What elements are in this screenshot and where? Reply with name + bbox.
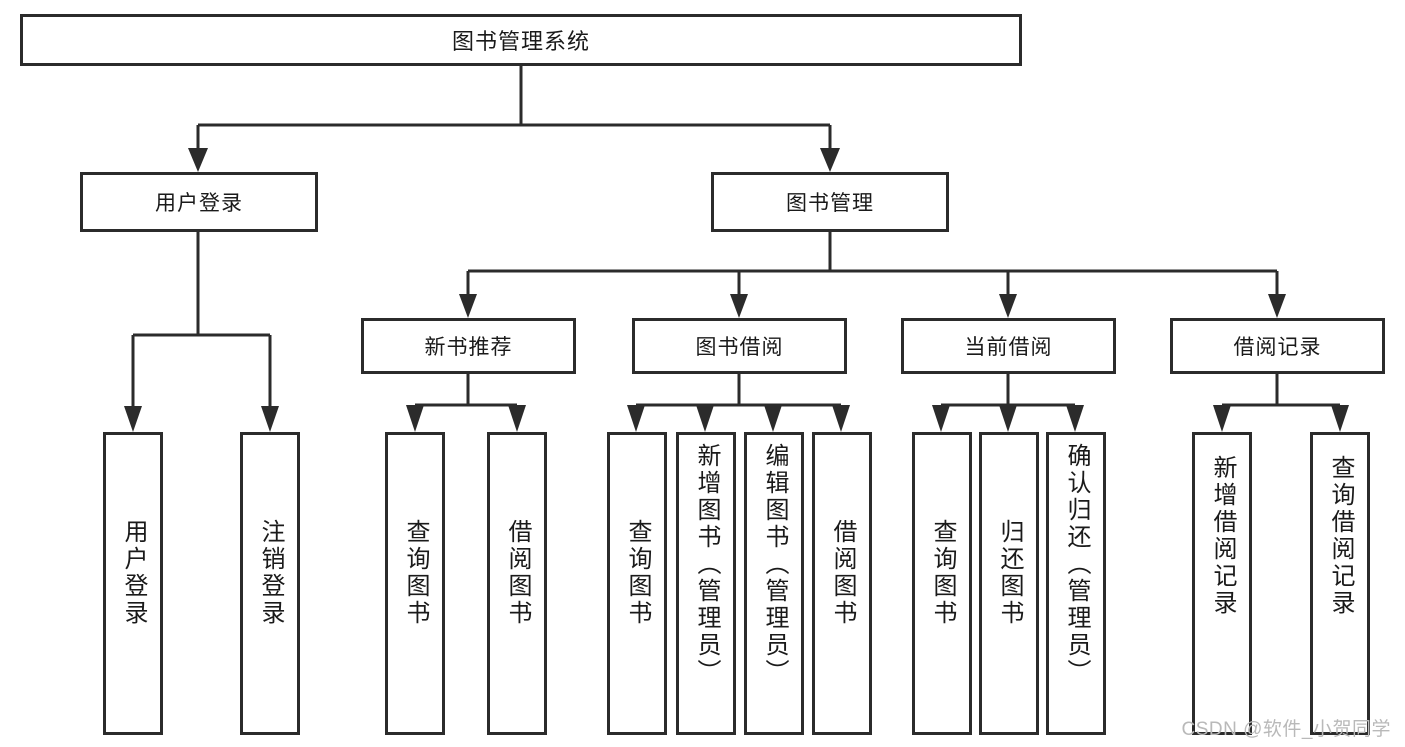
node-label: 当前借阅 bbox=[964, 336, 1053, 359]
leaf-label: 确认归还（管理员） bbox=[1062, 443, 1090, 686]
leaf-label: 编辑图书（管理员） bbox=[760, 443, 788, 686]
csdn-watermark: CSDN @软件_小贺同学 bbox=[1181, 719, 1391, 740]
node-label: 新书推荐 bbox=[424, 336, 513, 359]
arrowhead-borrow-record bbox=[1268, 294, 1286, 318]
leaf-label: 注销登录 bbox=[256, 519, 284, 627]
leaf-label: 查询借阅记录 bbox=[1326, 455, 1354, 617]
leaf-current-borrow-confirm-return-admin[interactable]: 确认归还（管理员） bbox=[1046, 432, 1106, 735]
arrowhead-currentborrow-leaf-3 bbox=[1066, 405, 1084, 432]
leaf-label: 借阅图书 bbox=[503, 519, 531, 627]
node-book-borrow[interactable]: 图书借阅 bbox=[632, 318, 847, 374]
leaf-book-borrow-add-book-admin[interactable]: 新增图书（管理员） bbox=[676, 432, 736, 735]
leaf-current-borrow-return-book[interactable]: 归还图书 bbox=[979, 432, 1039, 735]
node-label: 借阅记录 bbox=[1233, 336, 1322, 359]
leaf-new-book-borrow-book[interactable]: 借阅图书 bbox=[487, 432, 547, 735]
arrowhead-current-borrow bbox=[999, 294, 1017, 318]
arrowhead-new-book-recommend bbox=[459, 294, 477, 318]
node-current-borrow[interactable]: 当前借阅 bbox=[901, 318, 1116, 374]
leaf-label: 用户登录 bbox=[119, 519, 147, 627]
node-borrow-record[interactable]: 借阅记录 bbox=[1170, 318, 1385, 374]
node-root-book-management-system[interactable]: 图书管理系统 bbox=[20, 14, 1022, 66]
arrowhead-book-borrow bbox=[730, 294, 748, 318]
node-book-management[interactable]: 图书管理 bbox=[711, 172, 949, 232]
leaf-book-borrow-edit-book-admin[interactable]: 编辑图书（管理员） bbox=[744, 432, 804, 735]
node-label: 图书借阅 bbox=[695, 336, 784, 359]
node-label: 图书管理系统 bbox=[451, 29, 590, 54]
arrowhead-bookborrow-leaf-3 bbox=[764, 405, 782, 432]
leaf-borrow-record-add-record[interactable]: 新增借阅记录 bbox=[1192, 432, 1252, 735]
node-label: 图书管理 bbox=[786, 192, 874, 215]
leaf-book-borrow-borrow-book[interactable]: 借阅图书 bbox=[812, 432, 872, 735]
arrowhead-leaf-user-login bbox=[124, 406, 142, 432]
arrowhead-bookborrow-leaf-2 bbox=[696, 405, 714, 432]
arrowhead-book-manage bbox=[820, 148, 840, 172]
leaf-label: 查询图书 bbox=[928, 519, 956, 627]
leaf-label: 新增图书（管理员） bbox=[692, 443, 720, 686]
arrowhead-bookborrow-leaf-4 bbox=[832, 405, 850, 432]
leaf-book-borrow-query-book[interactable]: 查询图书 bbox=[607, 432, 667, 735]
arrowhead-borrowrecord-leaf-1 bbox=[1213, 405, 1231, 432]
arrowhead-newbook-leaf-1 bbox=[406, 405, 424, 432]
node-new-book-recommend[interactable]: 新书推荐 bbox=[361, 318, 576, 374]
arrowhead-currentborrow-leaf-2 bbox=[999, 405, 1017, 432]
leaf-user-login-logout[interactable]: 注销登录 bbox=[240, 432, 300, 735]
leaf-user-login-login[interactable]: 用户登录 bbox=[103, 432, 163, 735]
node-label: 用户登录 bbox=[155, 192, 243, 215]
arrowhead-currentborrow-leaf-1 bbox=[932, 405, 950, 432]
leaf-label: 新增借阅记录 bbox=[1208, 455, 1236, 617]
leaf-current-borrow-query-book[interactable]: 查询图书 bbox=[912, 432, 972, 735]
leaf-new-book-query-book[interactable]: 查询图书 bbox=[385, 432, 445, 735]
arrowhead-bookborrow-leaf-1 bbox=[627, 405, 645, 432]
arrowhead-newbook-leaf-2 bbox=[508, 405, 526, 432]
arrowhead-leaf-logout bbox=[261, 406, 279, 432]
arrowhead-borrowrecord-leaf-2 bbox=[1331, 405, 1349, 432]
leaf-label: 查询图书 bbox=[623, 519, 651, 627]
node-user-login[interactable]: 用户登录 bbox=[80, 172, 318, 232]
arrowhead-user-login bbox=[188, 148, 208, 172]
leaf-label: 归还图书 bbox=[995, 519, 1023, 627]
leaf-label: 借阅图书 bbox=[828, 519, 856, 627]
leaf-borrow-record-query-record[interactable]: 查询借阅记录 bbox=[1310, 432, 1370, 735]
leaf-label: 查询图书 bbox=[401, 519, 429, 627]
